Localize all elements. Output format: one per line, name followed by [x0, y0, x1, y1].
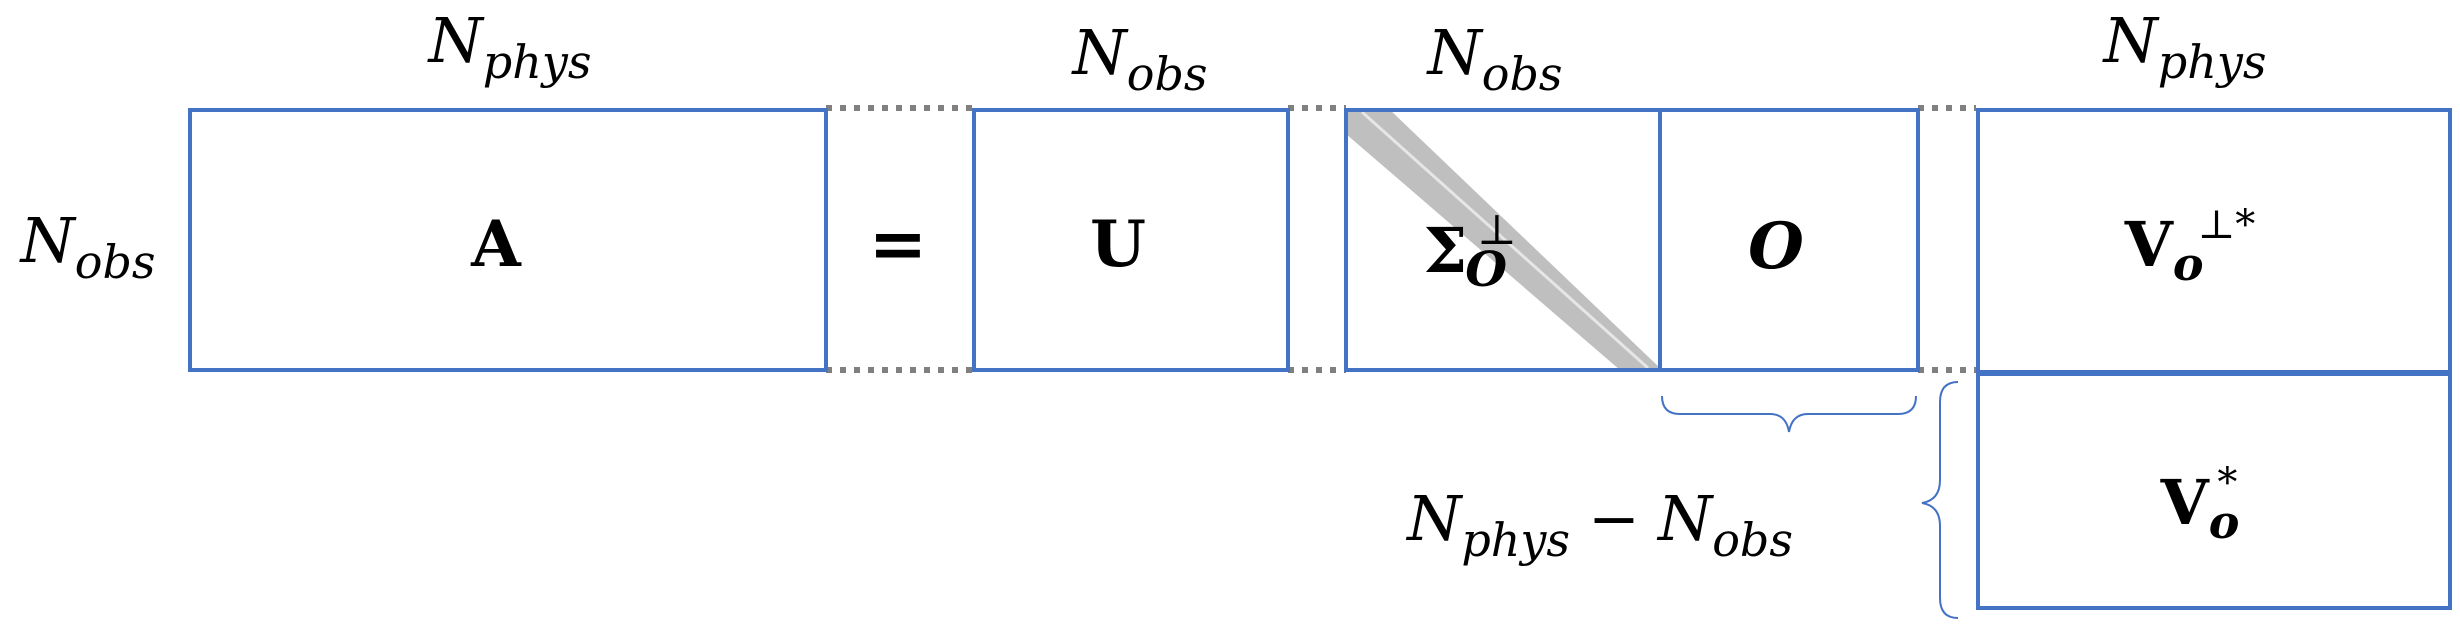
matrix-a-box [188, 108, 828, 372]
dim-top-sigma: Nobs [1426, 16, 1563, 101]
dim-top-u: Nobs [1071, 16, 1208, 101]
dim-bottom-brace: Nphys−Nobs [1405, 482, 1793, 567]
equals-sign: = [869, 202, 928, 285]
matrix-zero-box [1658, 108, 1920, 372]
dotted-guides [826, 105, 1976, 373]
matrix-v-box [1976, 372, 2452, 610]
dim-left-rows: Nobs [19, 204, 156, 289]
matrix-v-label: Vo* [2160, 460, 2240, 549]
matrix-u-box [972, 108, 1290, 372]
vertical-brace [1921, 381, 1959, 619]
dim-top-v: Nphys [2102, 4, 2267, 89]
matrix-zero-label: O [1748, 209, 1804, 284]
matrix-sigma-label: ΣO⊥ [1423, 205, 1516, 298]
matrix-v-perp-label: Vo⊥* [2124, 202, 2255, 291]
sigma-diagonal-highlight [1360, 110, 1650, 370]
horizontal-brace [1661, 395, 1917, 433]
matrix-a-label: A [470, 207, 522, 282]
matrix-u-label: U [1090, 207, 1146, 282]
dim-top-a: Nphys [427, 4, 592, 89]
